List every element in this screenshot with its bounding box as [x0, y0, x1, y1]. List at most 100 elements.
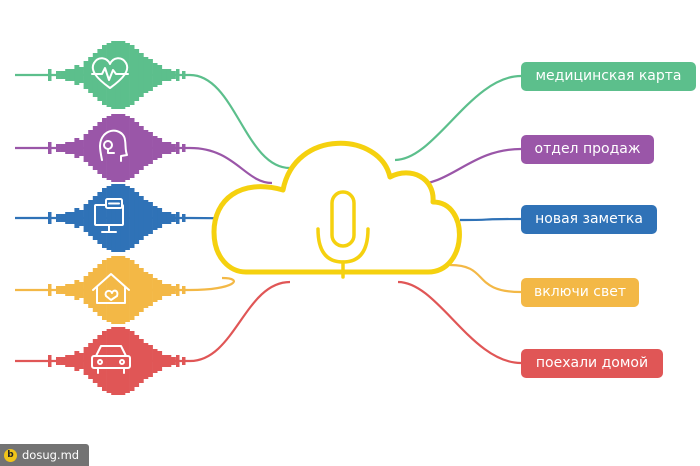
waveform-bar	[161, 212, 167, 224]
waveform-bar	[65, 355, 71, 367]
waveform-bar	[111, 184, 117, 252]
waveform-bar	[92, 339, 98, 383]
waveform-bar	[88, 130, 94, 166]
waveform-bar	[148, 345, 153, 377]
waveform-bar	[92, 268, 98, 312]
waveform-bar	[157, 280, 163, 300]
waveform-bar	[69, 284, 75, 296]
waveform-bar	[120, 114, 126, 182]
waveform-bar	[79, 353, 84, 369]
waveform-cap	[182, 286, 186, 294]
waveform-bar	[69, 69, 75, 81]
waveform-bar	[129, 118, 135, 178]
waveform-bar	[143, 200, 149, 236]
waveform-bar	[69, 212, 75, 224]
waveform-1	[48, 114, 186, 182]
waveform-bar	[79, 140, 84, 156]
waveform-bar	[56, 214, 61, 222]
waveform-cap	[48, 69, 52, 81]
waveform-bar	[56, 286, 61, 294]
waveform-bar	[74, 351, 80, 371]
waveform-bar	[60, 286, 66, 294]
connector-left-0	[15, 73, 291, 170]
waveform-bar	[171, 144, 176, 152]
waveform-bar	[83, 276, 89, 304]
waveform-bar	[134, 335, 140, 387]
waveform-bar	[88, 343, 94, 379]
waveform-bar	[161, 355, 167, 367]
waveform-bar	[83, 347, 89, 375]
waveform-bar	[56, 144, 61, 152]
command-drive-home: поехали домой	[521, 349, 663, 378]
watermark: b dosug.md	[0, 444, 90, 466]
waveform-bar	[69, 355, 75, 367]
computer-message-icon	[94, 198, 124, 233]
waveform-bar	[111, 114, 117, 182]
waveform-bar	[166, 355, 172, 367]
waveform-bar	[152, 206, 158, 230]
smart-home-icon	[92, 273, 130, 304]
waveform-cap	[182, 357, 186, 365]
waveform-bar	[157, 138, 163, 158]
waveform-bar	[152, 349, 158, 373]
waveform-bar	[166, 69, 172, 81]
waveform-bar	[138, 126, 144, 170]
waveform-bar	[148, 59, 153, 91]
watermark-text: dosug.md	[22, 448, 80, 462]
waveform-3	[48, 256, 186, 324]
waveform-cap	[176, 69, 180, 81]
waveform-cap	[176, 142, 180, 154]
waveform-bar	[65, 212, 71, 224]
waveform-cap	[176, 284, 180, 296]
waveform-bar	[161, 69, 167, 81]
command-new-note: новая заметка	[521, 205, 657, 234]
waveform-bar	[166, 212, 172, 224]
waveform-bar	[92, 126, 98, 170]
waveform-bar	[171, 71, 176, 79]
waveform-bar	[65, 142, 71, 154]
waveform-bar	[79, 67, 84, 83]
waveform-bar	[102, 260, 107, 320]
waveform-4	[48, 327, 186, 395]
waveform-bar	[83, 204, 89, 232]
waveform-bar	[111, 327, 117, 395]
waveform-bar	[74, 138, 80, 158]
waveform-bar	[134, 192, 140, 244]
microphone-icon	[316, 190, 370, 279]
waveform-bar	[60, 357, 66, 365]
waveform-bar	[171, 214, 176, 222]
waveform-bar	[129, 260, 135, 320]
waveform-bar	[97, 264, 103, 316]
waveform-cap	[48, 355, 52, 367]
waveform-bar	[125, 186, 130, 250]
waveform-bar	[83, 61, 89, 89]
connector-left-3	[15, 276, 235, 292]
waveform-cap	[176, 355, 180, 367]
waveform-cap	[48, 284, 52, 296]
waveform-2	[48, 184, 186, 252]
waveform-bar	[166, 284, 172, 296]
waveform-bar	[157, 351, 163, 371]
waveform-bar	[79, 282, 84, 298]
waveform-bar	[125, 258, 130, 322]
waveform-bar	[88, 200, 94, 236]
connector-right-0	[394, 74, 522, 162]
watermark-logo: b	[4, 448, 17, 462]
waveform-bar	[56, 71, 61, 79]
cloud-icon	[211, 140, 462, 275]
waveform-bar	[148, 132, 153, 164]
waveform-bar	[152, 278, 158, 302]
connector-right-2	[459, 217, 522, 222]
sound-waves	[48, 41, 186, 395]
command-sales-department: отдел продаж	[521, 135, 654, 164]
waveform-bar	[74, 208, 80, 228]
waveform-bar	[60, 71, 66, 79]
waveform-cap	[182, 144, 186, 152]
waveform-bar	[171, 286, 176, 294]
waveform-bar	[97, 192, 103, 244]
waveform-bar	[166, 142, 172, 154]
waveform-cap	[182, 214, 186, 222]
waveform-bar	[106, 329, 112, 393]
waveform-bar	[115, 327, 121, 395]
